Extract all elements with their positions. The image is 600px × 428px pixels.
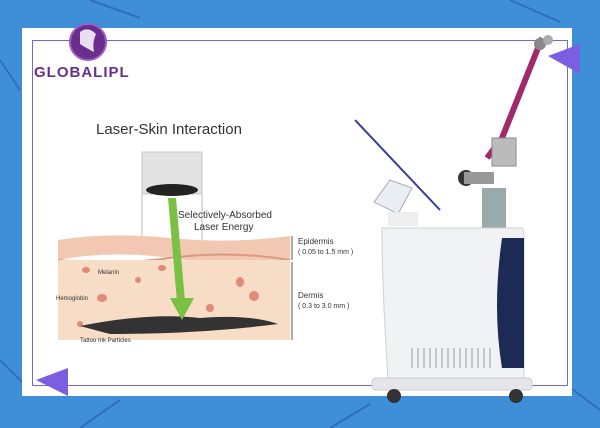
epidermis-label: Epidermis (298, 237, 334, 246)
dermis-range: ( 0.3 to 3.0 mm ) (298, 303, 349, 310)
laser-aperture (146, 184, 198, 196)
brand-logo-text: GLOBALIPL (34, 64, 130, 81)
content-frame (32, 40, 568, 386)
tattoo-ink (80, 316, 278, 334)
diagram-title: Laser-Skin Interaction (96, 121, 242, 138)
wheel (387, 389, 401, 403)
laser-skin-diagram: Selectively-Absorbed Laser Energy Epider… (56, 151, 353, 344)
epidermis-range: ( 0.05 to 1.5 mm ) (298, 249, 353, 256)
tattoo-label: Tattoo Ink Particles (80, 338, 131, 344)
machine-screen (373, 179, 413, 215)
beam-label-line2: Laser Energy (194, 222, 253, 233)
laser-machine-illustration (371, 35, 553, 403)
dermis-label: Dermis (298, 291, 323, 300)
wheel (509, 389, 523, 403)
vent-grille (411, 348, 491, 368)
beam-label-line1: Selectively-Absorbed (178, 210, 272, 221)
pigment-dots (77, 265, 259, 327)
hemoglobin-label: Hemoglobin (56, 296, 88, 302)
brand-logo-icon (69, 23, 107, 61)
melanin-label: Melanin (98, 270, 119, 276)
laser-beam (168, 198, 186, 313)
